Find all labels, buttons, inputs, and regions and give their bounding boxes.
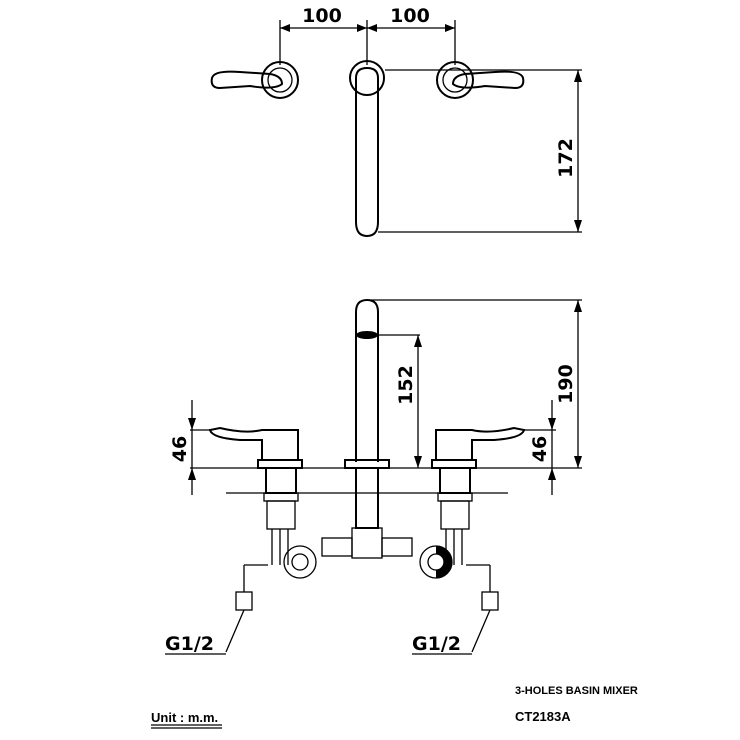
dim-total-height: 190 bbox=[555, 364, 577, 404]
dim-handle-left: 46 bbox=[169, 436, 191, 462]
dim-projection: 172 bbox=[555, 138, 577, 178]
connection-labels: G1/2 G1/2 bbox=[165, 609, 491, 655]
front-view: 152 190 46 46 bbox=[169, 298, 582, 611]
model-number: CT2183A bbox=[515, 709, 571, 724]
top-view: 100 100 172 bbox=[210, 5, 582, 238]
dim-top-left: 100 bbox=[302, 5, 342, 27]
dim-handle-right: 46 bbox=[529, 436, 551, 462]
dim-spout: 152 bbox=[395, 365, 417, 405]
product-name: 3-HOLES BASIN MIXER bbox=[515, 685, 638, 697]
unit-label: Unit : m.m. bbox=[151, 710, 218, 725]
dim-top-right: 100 bbox=[390, 5, 430, 27]
connection-right-label: G1/2 bbox=[412, 633, 461, 655]
connection-left-label: G1/2 bbox=[165, 633, 214, 655]
